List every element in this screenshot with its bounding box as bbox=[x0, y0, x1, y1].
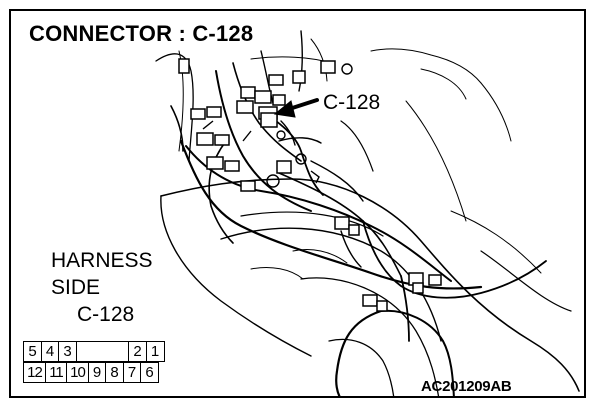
diagram-frame: CONNECTOR : C-128 C-128 HARNESS SIDE C-1… bbox=[9, 9, 586, 398]
harness-label-line1: HARNESS bbox=[51, 249, 153, 272]
figure-code: AC201209AB bbox=[421, 378, 512, 395]
pin-cell: 10 bbox=[66, 362, 89, 383]
pinout-bottom-row: 12 11 10 9 8 7 6 bbox=[23, 362, 159, 383]
harness-label-line2: SIDE bbox=[51, 276, 101, 299]
pinout-gap bbox=[75, 341, 130, 362]
pin-cell: 12 bbox=[23, 362, 46, 383]
connector-pinout: 5 4 3 2 1 12 11 10 9 8 7 6 bbox=[23, 341, 175, 383]
page-title: CONNECTOR : C-128 bbox=[29, 21, 254, 46]
pin-cell: 1 bbox=[145, 341, 165, 362]
connector-callout-label: C-128 bbox=[323, 91, 381, 114]
pin-cell: 5 bbox=[23, 341, 42, 362]
harness-label-line3: C-128 bbox=[77, 303, 135, 326]
pinout-top-row: 5 4 3 2 1 bbox=[23, 341, 165, 362]
pin-cell: 4 bbox=[40, 341, 60, 362]
pin-cell: 2 bbox=[128, 341, 147, 362]
pin-cell: 11 bbox=[44, 362, 68, 383]
pin-cell: 6 bbox=[140, 362, 159, 383]
wiring-harness-illustration bbox=[155, 30, 580, 396]
pin-cell: 9 bbox=[87, 362, 107, 383]
callout-arrow-icon bbox=[273, 98, 319, 118]
pin-cell: 3 bbox=[58, 341, 77, 362]
pin-cell: 7 bbox=[122, 362, 142, 383]
pin-cell: 8 bbox=[105, 362, 124, 383]
harness-side-label: HARNESS SIDE C-128 bbox=[51, 247, 153, 328]
